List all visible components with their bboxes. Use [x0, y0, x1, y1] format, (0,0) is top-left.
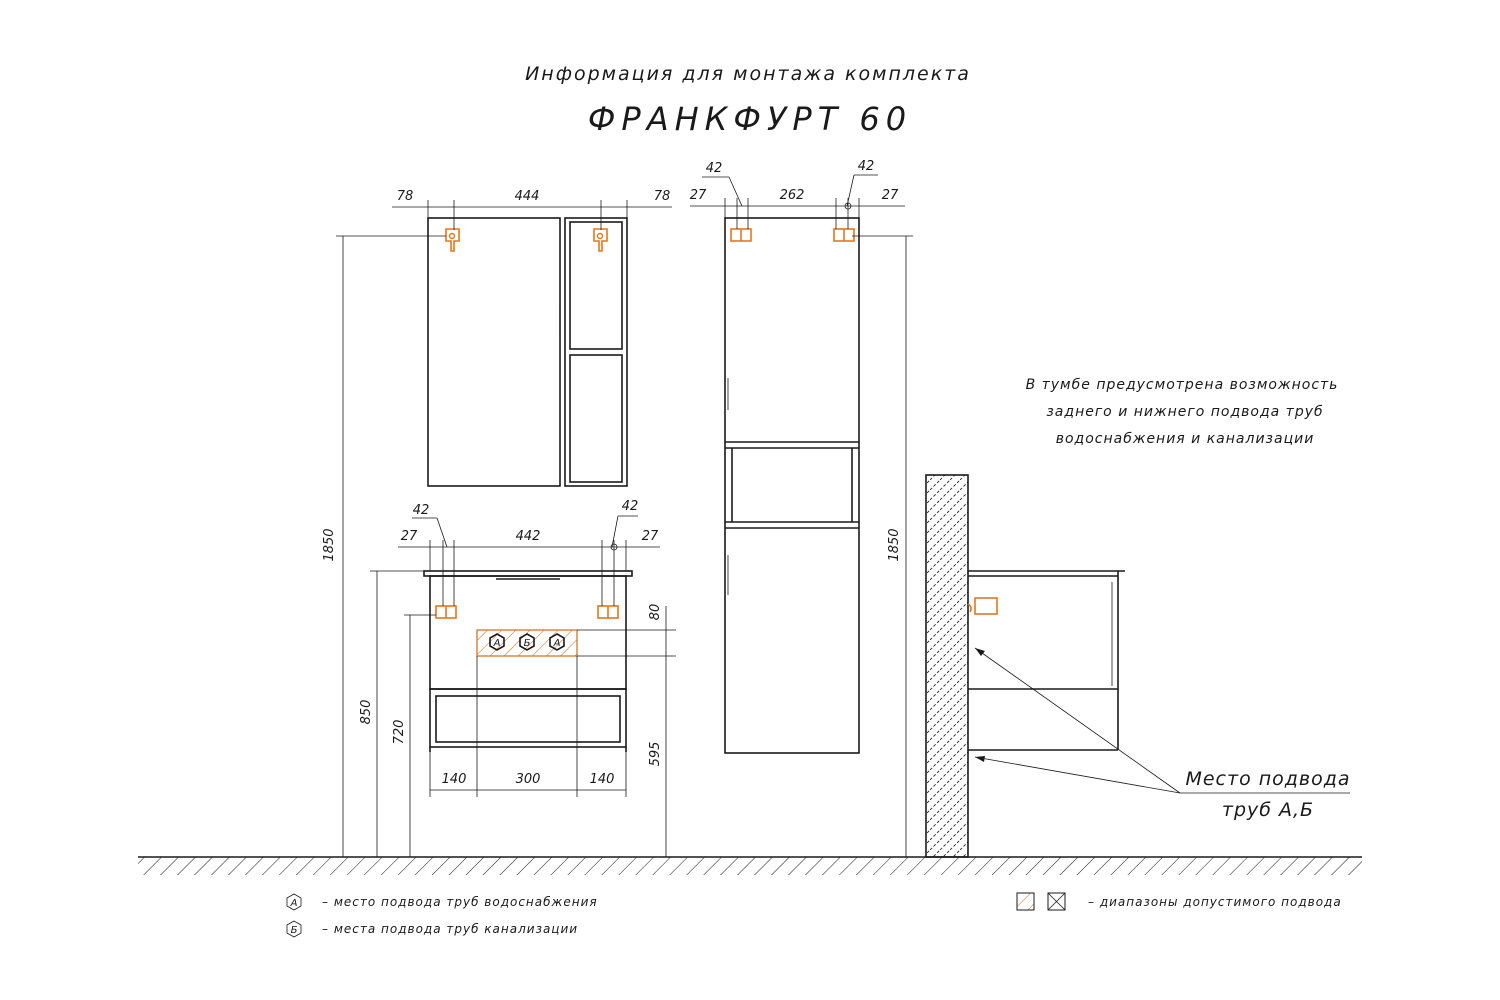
- mirror-dim-left: 78: [397, 189, 414, 204]
- hex-label-a1: А: [493, 638, 501, 649]
- vanity-dim-left: 27: [401, 529, 418, 544]
- column-dim-42-right: 42: [858, 159, 875, 174]
- note-line-2: заднего и нижнего подвода труб: [1046, 404, 1323, 420]
- title-line-2: ФРАНКФУРТ 60: [588, 100, 912, 138]
- vanity-dim-width: 442: [516, 529, 541, 544]
- legend-range-text: – диапазоны допустимого подвода: [1088, 895, 1342, 909]
- vanity-h-720: 720: [392, 720, 407, 745]
- height-dim-right: [852, 235, 913, 857]
- note-line-1: В тумбе предусмотрена возможность: [1026, 377, 1339, 393]
- vanity-dim-42-left: 42: [413, 503, 430, 518]
- vanity-dim-b1: 140: [442, 772, 467, 787]
- legend-marker-b: Б: [291, 925, 298, 936]
- mirror-hanger-icon: [445, 228, 608, 252]
- title-line-1: Информация для монтажа комплекта: [525, 63, 971, 85]
- column-dim-42-left: 42: [706, 161, 723, 176]
- legend-marker-a: А: [290, 898, 298, 909]
- vanity-dim-42-right: 42: [622, 499, 639, 514]
- hex-label-b: Б: [524, 638, 531, 649]
- height-label-right: 1850: [887, 528, 902, 561]
- column-dim-width: 262: [780, 188, 805, 203]
- wall-section: [925, 474, 969, 858]
- vanity-dim-b2: 300: [516, 772, 541, 787]
- mirror-dim-right: 78: [654, 189, 671, 204]
- tall-column-cabinet: [724, 217, 860, 754]
- height-label-left: 1850: [322, 528, 337, 561]
- height-dim-left: [336, 235, 446, 857]
- vanity-h-850: 850: [359, 700, 374, 725]
- vanity-cabinet: [423, 570, 633, 752]
- mirror-top-dims: [392, 200, 672, 230]
- mirror-dim-width: 444: [515, 189, 540, 204]
- callout-leader: [974, 647, 1350, 794]
- legend: [286, 892, 1066, 938]
- floor: [138, 856, 1362, 875]
- column-top-dims: [690, 174, 905, 229]
- vanity-height-dims: [370, 570, 676, 857]
- vanity-dim-right: 27: [642, 529, 659, 544]
- column-dim-left: 27: [690, 188, 707, 203]
- note-line-3: водоснабжения и канализации: [1056, 431, 1315, 447]
- column-dim-right: 27: [882, 188, 899, 203]
- legend-a-text: – место подвода труб водоснабжения: [322, 895, 598, 909]
- column-hanger-icon: [730, 228, 855, 242]
- hex-label-a2: А: [553, 638, 561, 649]
- vanity-bottom-dims: [429, 656, 627, 797]
- vanity-h-80: 80: [648, 604, 663, 621]
- vanity-h-595: 595: [648, 742, 663, 767]
- callout-line-2: труб А,Б: [1222, 799, 1314, 821]
- legend-b-text: – места подвода труб канализации: [322, 922, 578, 936]
- vanity-side-view: [967, 570, 1125, 751]
- vanity-top-dims: [398, 515, 660, 606]
- vanity-hanger-icon: [435, 605, 619, 619]
- mirror-cabinet: [427, 217, 628, 487]
- hex-marker-icon: [489, 633, 565, 651]
- callout-line-1: Место подвода: [1185, 768, 1350, 790]
- vanity-dim-b3: 140: [590, 772, 615, 787]
